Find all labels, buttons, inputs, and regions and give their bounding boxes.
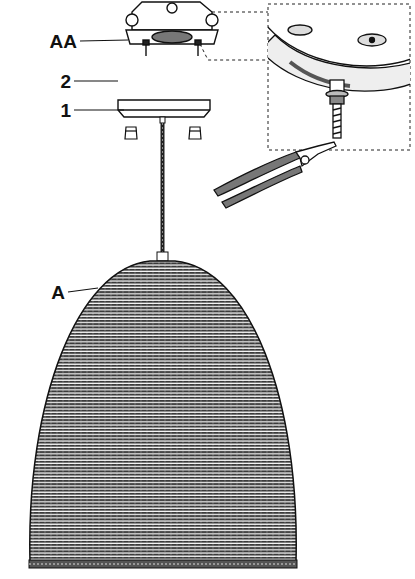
callout-label: AA <box>50 32 77 51</box>
detail-link <box>200 44 268 60</box>
callout-label: A <box>51 283 65 302</box>
leader-line <box>68 40 128 292</box>
canopy <box>118 100 210 117</box>
pliers <box>214 142 336 208</box>
cord <box>157 117 168 261</box>
detail-link <box>212 12 268 13</box>
pendant-shade <box>29 261 297 568</box>
callout-label: 2 <box>60 72 71 91</box>
detail-inset <box>260 4 415 150</box>
junction-box <box>126 2 218 56</box>
callout-label: 1 <box>60 101 71 120</box>
